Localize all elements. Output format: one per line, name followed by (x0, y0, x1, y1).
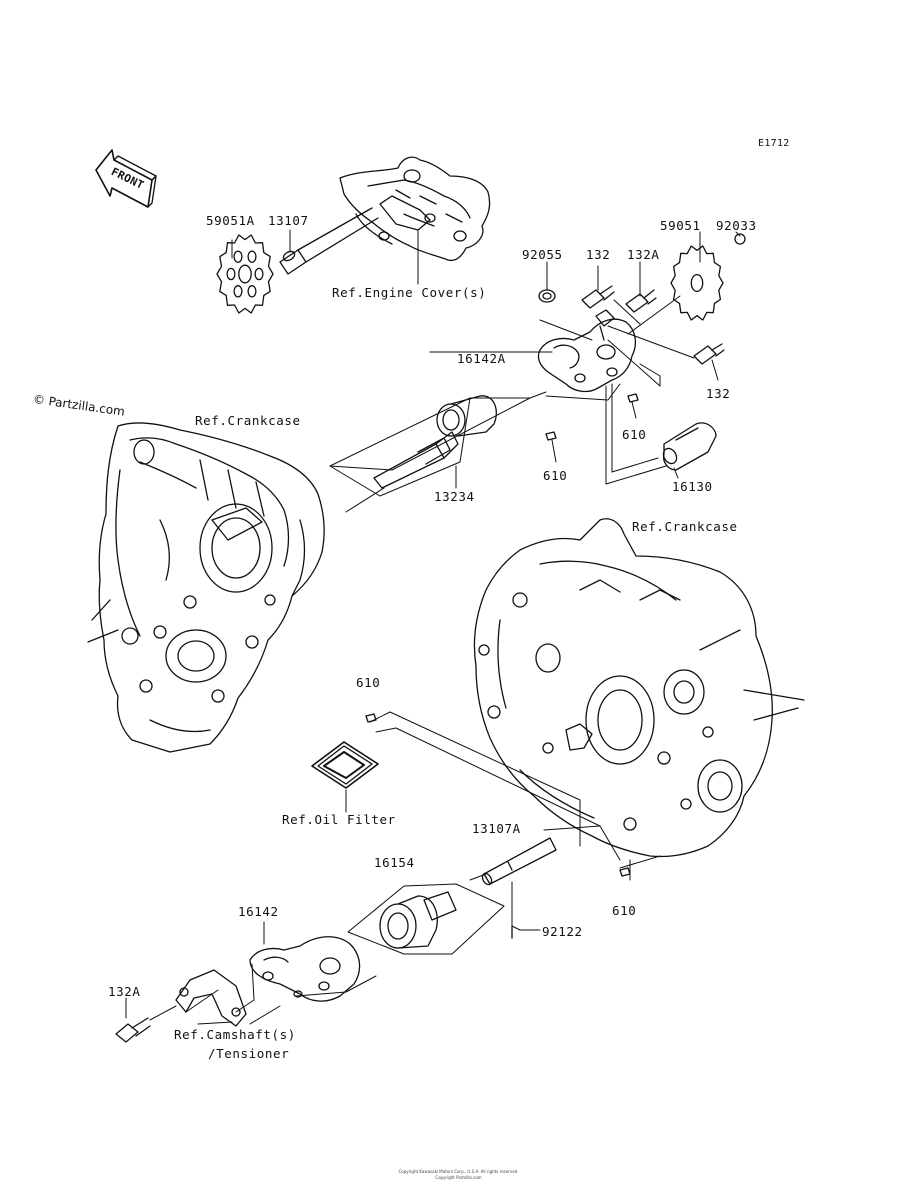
pin-13107-drawing (279, 207, 379, 275)
washer-92033-drawing (734, 233, 746, 245)
part-59051a[interactable]: 59051A (206, 213, 255, 228)
part-132a-bottom[interactable]: 132A (108, 984, 141, 999)
part-610-a[interactable]: 610 (622, 427, 647, 442)
part-13107a[interactable]: 13107A (472, 821, 521, 836)
part-92033[interactable]: 92033 (716, 218, 757, 233)
front-arrow-icon (95, 149, 157, 208)
pin-610-d-drawing (619, 867, 631, 877)
part-16142[interactable]: 16142 (238, 904, 279, 919)
rotor-13234-drawing (436, 395, 497, 437)
engine-cover-drawing (339, 156, 491, 262)
ref-camshaft[interactable]: Ref.Camshaft(s) (174, 1027, 296, 1042)
part-610-c[interactable]: 610 (356, 675, 381, 690)
ref-tensioner[interactable]: /Tensioner (208, 1046, 290, 1061)
rotor-16154-drawing (379, 891, 457, 949)
fitting-16130-drawing (662, 422, 717, 471)
crankcase-right-drawing (473, 518, 805, 858)
part-92122[interactable]: 92122 (542, 924, 583, 939)
ref-crankcase-left[interactable]: Ref.Crankcase (195, 413, 301, 428)
sprocket-59051a-drawing (216, 234, 274, 314)
oil-filter-drawing (311, 741, 379, 789)
shaft-13107a-drawing (481, 837, 557, 886)
part-59051[interactable]: 59051 (660, 218, 701, 233)
part-132-top[interactable]: 132 (586, 247, 611, 262)
pin-610-a-drawing (627, 393, 639, 403)
bolt-132-right-drawing (693, 343, 725, 365)
bolt-132a-top-drawing (625, 289, 657, 313)
footer-copyright: Copyright Kawasaki Motors Corp., U.S.A. … (398, 1169, 519, 1174)
part-16130[interactable]: 16130 (672, 479, 713, 494)
part-13234[interactable]: 13234 (434, 489, 475, 504)
ref-oil-filter[interactable]: Ref.Oil Filter (282, 812, 396, 827)
bolt-132a-bottom-drawing (115, 1017, 151, 1043)
diagram-id: E1712 (758, 138, 790, 149)
part-610-d[interactable]: 610 (612, 903, 637, 918)
ref-engine-cover[interactable]: Ref.Engine Cover(s) (332, 285, 487, 300)
part-92055[interactable]: 92055 (522, 247, 563, 262)
crankcase-left-drawing (87, 422, 325, 753)
shaft-13234-drawing (373, 431, 459, 489)
leader-lines (125, 229, 741, 1025)
pin-610-b-drawing (545, 431, 557, 441)
sprocket-59051-drawing (670, 245, 724, 321)
part-610-b[interactable]: 610 (543, 468, 568, 483)
oil-pump-16142-drawing (249, 936, 361, 1002)
bolt-132-top-drawing (581, 285, 615, 309)
part-132-right[interactable]: 132 (706, 386, 731, 401)
part-132a-top[interactable]: 132A (627, 247, 660, 262)
camshaft-bracket-drawing (175, 969, 247, 1027)
nut-92055-drawing (538, 289, 556, 303)
part-13107[interactable]: 13107 (268, 213, 309, 228)
ref-crankcase-right[interactable]: Ref.Crankcase (632, 519, 738, 534)
pin-610-c-drawing (365, 713, 377, 723)
footer-copyright-2: Copyright Partzilla.com (435, 1175, 482, 1180)
part-16154[interactable]: 16154 (374, 855, 415, 870)
part-16142a[interactable]: 16142A (457, 351, 506, 366)
